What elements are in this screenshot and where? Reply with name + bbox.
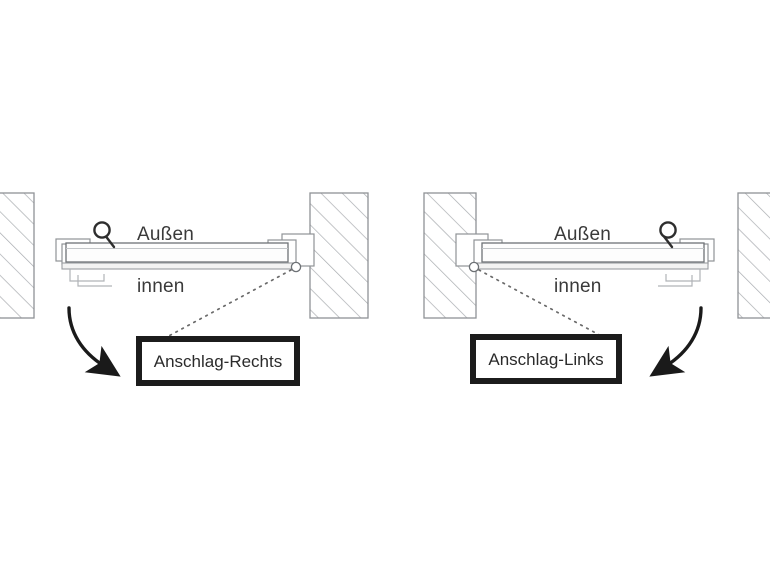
door-handle-icon bbox=[659, 221, 677, 249]
callout-label: Anschlag-Rechts bbox=[154, 352, 283, 371]
lock-latch-detail bbox=[658, 269, 701, 287]
callout-anschlag-rechts[interactable]: Anschlag-Rechts bbox=[136, 336, 300, 386]
dotted-leader-line bbox=[151, 269, 292, 346]
door-leaf bbox=[61, 242, 299, 270]
door-handle-icon bbox=[93, 221, 116, 249]
anschlag-links-panel: Außen innen Anschlag-Links bbox=[423, 192, 770, 384]
outside-label: Außen bbox=[137, 224, 194, 245]
callout-label: Anschlag-Links bbox=[488, 350, 603, 369]
callout-anschlag-links[interactable]: Anschlag-Links bbox=[470, 334, 622, 384]
anschlag-rechts-panel: Außen innen Anschlag-Rechts bbox=[0, 192, 369, 386]
right-wall-block bbox=[309, 192, 369, 319]
inside-label: innen bbox=[554, 276, 602, 297]
hinge-pivot-icon bbox=[290, 261, 302, 273]
hinge-pivot-icon bbox=[468, 261, 480, 273]
outside-label: Außen bbox=[554, 224, 611, 245]
lock-latch-detail bbox=[69, 269, 112, 287]
swing-arrow-icon bbox=[649, 306, 703, 377]
right-wall-block bbox=[737, 192, 770, 319]
dotted-leader-line bbox=[478, 269, 619, 346]
left-wall-block bbox=[0, 192, 35, 319]
swing-arrow-icon bbox=[67, 306, 121, 377]
inside-label: innen bbox=[137, 276, 185, 297]
